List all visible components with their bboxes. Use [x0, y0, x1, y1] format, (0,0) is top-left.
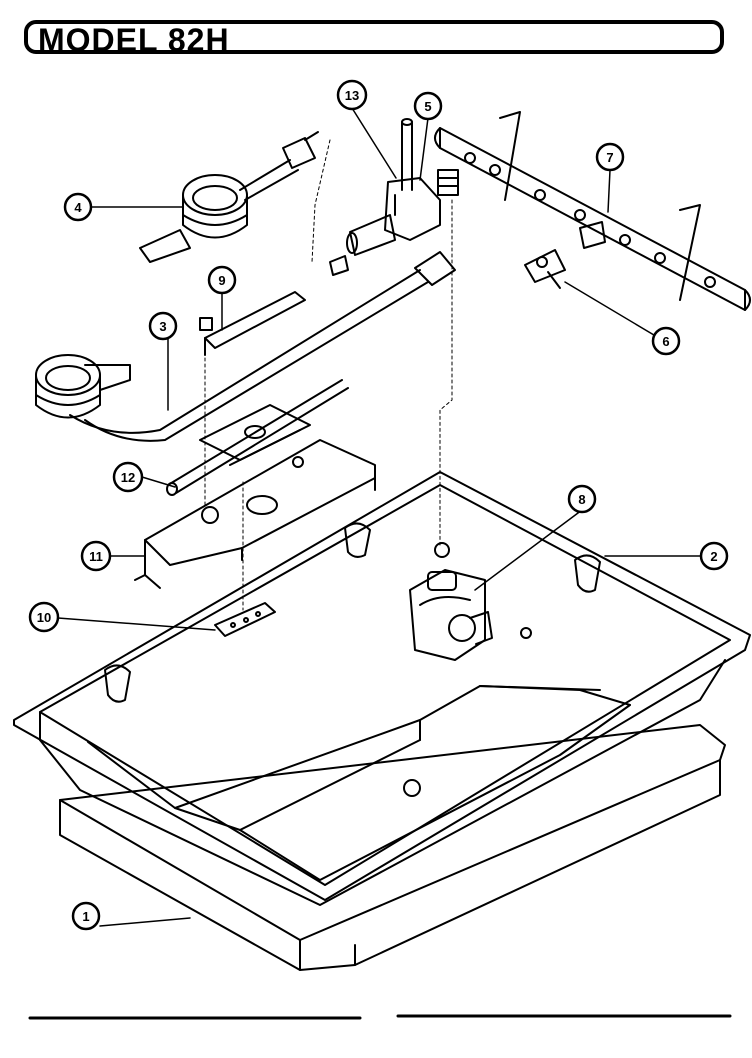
callout-6-label: 6	[662, 334, 669, 349]
part-7-manifold	[434, 111, 751, 311]
callout-4-label: 4	[74, 200, 82, 215]
callout-7-label: 7	[606, 150, 613, 165]
callout-13: 13	[336, 79, 368, 111]
callout-8-label: 8	[578, 492, 585, 507]
part-4-rear-burner	[139, 131, 319, 263]
callout-10-label: 10	[37, 610, 51, 625]
callout-5-label: 5	[424, 99, 431, 114]
callout-9: 9	[207, 265, 237, 295]
assembly-dash-lines	[204, 139, 453, 611]
part-5-igniter	[401, 118, 459, 196]
callout-8: 8	[567, 484, 597, 514]
part-10-mounting-plate	[214, 602, 276, 637]
part-6-fitting	[524, 249, 566, 289]
part-8-regulator	[409, 569, 493, 661]
callout-9-label: 9	[218, 273, 225, 288]
part-11-burner-bracket	[134, 439, 376, 589]
callout-2: 2	[699, 541, 729, 571]
callout-3-label: 3	[159, 319, 166, 334]
page-title: MODEL 82H	[38, 22, 230, 58]
callout-7: 7	[595, 142, 625, 172]
part-1-base-pan	[59, 724, 726, 971]
part-3-front-burner	[35, 251, 456, 442]
part-13-valve	[329, 177, 441, 276]
callout-3: 3	[148, 311, 178, 341]
callout-2-label: 2	[710, 549, 717, 564]
callout-11-label: 11	[89, 549, 103, 564]
callout-1: 1	[71, 901, 101, 931]
callout-12: 12	[112, 461, 144, 493]
callout-11: 11	[80, 540, 112, 572]
callout-6: 6	[651, 326, 681, 356]
part-2-drip-tray	[13, 471, 751, 906]
model-title-box: MODEL 82H	[24, 20, 724, 58]
part-12-crossover-tube	[166, 379, 349, 496]
callout-13-label: 13	[345, 88, 359, 103]
callout-10: 10	[28, 601, 60, 633]
callout-leaders	[57, 107, 701, 927]
callout-4: 4	[63, 192, 93, 222]
callout-1-label: 1	[82, 909, 89, 924]
part-9-bracket	[199, 291, 306, 356]
callout-labels: 1 2 3 4 5 6 7 8	[28, 79, 729, 931]
callout-5: 5	[413, 91, 443, 121]
callout-12-label: 12	[121, 470, 135, 485]
